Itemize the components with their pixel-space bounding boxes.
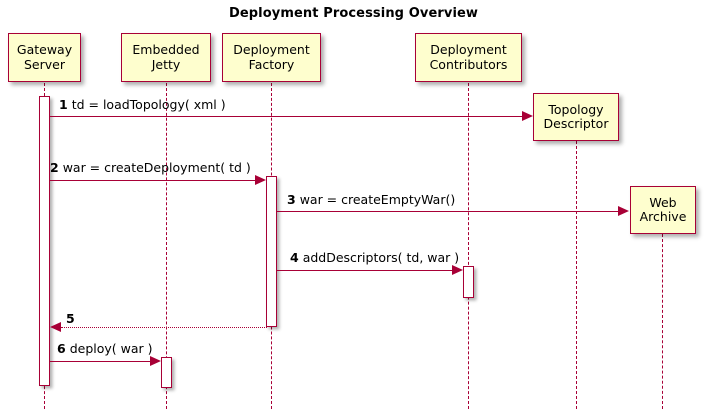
message-1-arrowhead-icon [522, 111, 533, 121]
message-3-label: 3 war = createEmptyWar() [287, 192, 456, 207]
participant-deployment-factory[interactable]: Deployment Factory [222, 33, 321, 82]
message-5-label: 5 [66, 311, 75, 326]
participant-label-line2: Contributors [429, 56, 508, 72]
message-4-line [277, 270, 452, 271]
message-2-arrowhead-icon [255, 175, 266, 185]
message-5-number: 5 [66, 311, 75, 326]
lifeline-deployment-contributors [468, 83, 469, 409]
message-5-line [61, 327, 267, 328]
message-1-number: 1 [59, 97, 68, 112]
participant-label-line2: Factory [248, 56, 295, 72]
participant-label-line1: Deployment [430, 42, 507, 58]
message-6-arrowhead-icon [150, 356, 161, 366]
message-6-label: 6 deploy( war ) [57, 341, 153, 356]
participant-deployment-contributors[interactable]: Deployment Contributors [415, 33, 522, 82]
participant-label-line2: Descriptor [543, 116, 609, 131]
participant-label-line2: Archive [639, 209, 687, 224]
participant-label-line2: Jetty [151, 56, 181, 72]
page-title: Deployment Processing Overview [228, 6, 479, 21]
activation-gateway-server [39, 96, 50, 386]
message-6-text: deploy( war ) [69, 341, 153, 356]
participant-label-line1: Embedded [132, 42, 200, 58]
participant-gateway-server[interactable]: Gateway Server [8, 33, 81, 82]
activation-deployment-contributors [463, 266, 474, 298]
lifeline-embedded-jetty [166, 83, 167, 409]
participant-web-archive[interactable]: Web Archive [630, 186, 696, 234]
lifeline-web-archive [662, 234, 663, 409]
participant-embedded-jetty[interactable]: Embedded Jetty [121, 33, 211, 82]
lifeline-topology-descriptor [576, 141, 577, 409]
activation-embedded-jetty [161, 357, 172, 388]
message-2-number: 2 [50, 160, 59, 175]
participant-label-line1: Gateway [16, 42, 73, 58]
participant-label-line1: Deployment [233, 42, 310, 58]
message-6-line [50, 361, 150, 362]
message-4-number: 4 [290, 250, 299, 265]
message-1-text: td = loadTopology( xml ) [71, 97, 226, 112]
message-3-text: war = createEmptyWar() [299, 192, 456, 207]
message-4-arrowhead-icon [452, 265, 463, 275]
message-1-line [50, 116, 523, 117]
message-4-label: 4 addDescriptors( td, war ) [290, 250, 460, 265]
message-1-label: 1 td = loadTopology( xml ) [59, 97, 226, 112]
participant-label-line2: Server [24, 56, 65, 72]
message-5-arrowhead-icon [50, 322, 61, 332]
participant-topology-descriptor[interactable]: Topology Descriptor [533, 93, 619, 141]
message-3-line [277, 211, 619, 212]
message-4-text: addDescriptors( td, war ) [302, 250, 460, 265]
message-3-number: 3 [287, 192, 296, 207]
activation-deployment-factory [266, 176, 277, 327]
message-2-label: 2 war = createDeployment( td ) [50, 160, 251, 175]
message-2-text: war = createDeployment( td ) [62, 160, 251, 175]
message-6-number: 6 [57, 341, 66, 356]
message-2-line [50, 180, 255, 181]
participant-label-line1: Topology [548, 101, 604, 117]
participant-label-line1: Web [649, 194, 677, 210]
message-3-arrowhead-icon [618, 206, 629, 216]
